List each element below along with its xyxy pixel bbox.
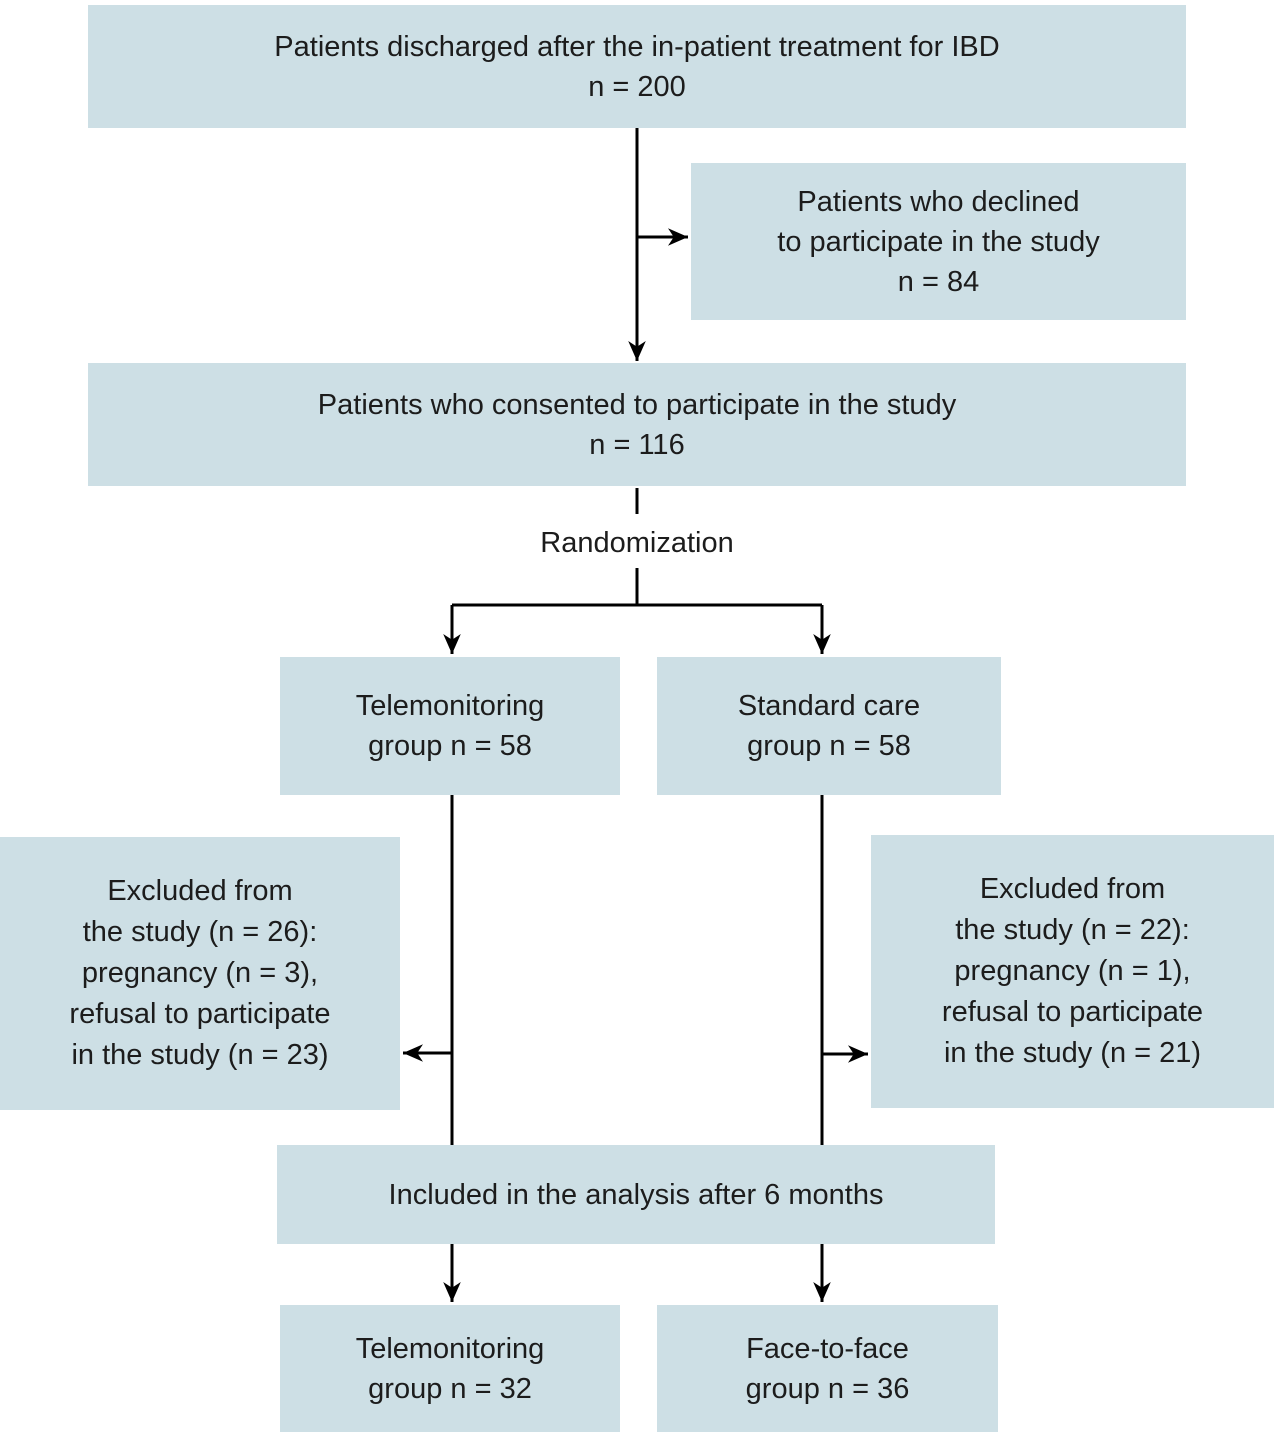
box-text-line: refusal to participate — [941, 996, 1204, 1028]
box-text-line: n = 84 — [897, 265, 980, 298]
box-text-line: in the study (n = 23) — [71, 1039, 329, 1071]
box-text-line: group n = 58 — [368, 730, 532, 762]
box-consented: Patients who consented to participate in… — [88, 363, 1186, 486]
box-text-line: Standard care — [737, 690, 921, 722]
box-text-line: Face-to-face — [746, 1332, 909, 1365]
box-text-line: Patients who consented to participate in… — [317, 388, 957, 421]
box-text-line: Included in the analysis after 6 months — [388, 1178, 884, 1211]
box-text-line: Patients who declined — [797, 185, 1080, 218]
box-telemonitoring-final: Telemonitoring group n = 32 — [280, 1305, 620, 1432]
box-face-to-face-final: Face-to-face group n = 36 — [657, 1305, 998, 1432]
box-excluded-standard-care: Excluded from the study (n = 22): pregna… — [871, 835, 1274, 1108]
box-text-line: n = 200 — [588, 70, 686, 103]
box-text-line: Excluded from — [979, 873, 1166, 905]
box-text-line: pregnancy (n = 3), — [81, 957, 319, 989]
box-declined: Patients who declined to participate in … — [691, 163, 1186, 320]
box-text-line: the study (n = 22): — [955, 914, 1190, 946]
box-text-line: n = 116 — [589, 428, 685, 461]
box-text-line: Patients discharged after the in-patient… — [274, 30, 1000, 63]
box-text-line: in the study (n = 21) — [943, 1037, 1202, 1069]
box-text-line: refusal to participate — [69, 998, 331, 1030]
box-text-line: to participate in the study — [777, 225, 1100, 258]
box-text-line: the study (n = 26): — [82, 916, 318, 948]
box-text-line: group n = 58 — [747, 730, 911, 762]
box-text-line: Excluded from — [107, 875, 293, 907]
box-text-line: group n = 36 — [745, 1372, 910, 1405]
box-included-analysis: Included in the analysis after 6 months — [277, 1145, 995, 1244]
box-discharged: Patients discharged after the in-patient… — [88, 5, 1186, 128]
box-text-line: Telemonitoring — [355, 690, 545, 722]
box-text-line: group n = 32 — [368, 1372, 532, 1405]
box-text-line: Telemonitoring — [355, 1332, 545, 1365]
box-telemonitoring-group: Telemonitoring group n = 58 — [280, 657, 620, 795]
randomization-label: Randomization — [540, 527, 734, 559]
box-standard-care-group: Standard care group n = 58 — [657, 657, 1001, 795]
box-text-line: pregnancy (n = 1), — [954, 955, 1191, 987]
box-excluded-telemonitoring: Excluded from the study (n = 26): pregna… — [0, 837, 400, 1110]
